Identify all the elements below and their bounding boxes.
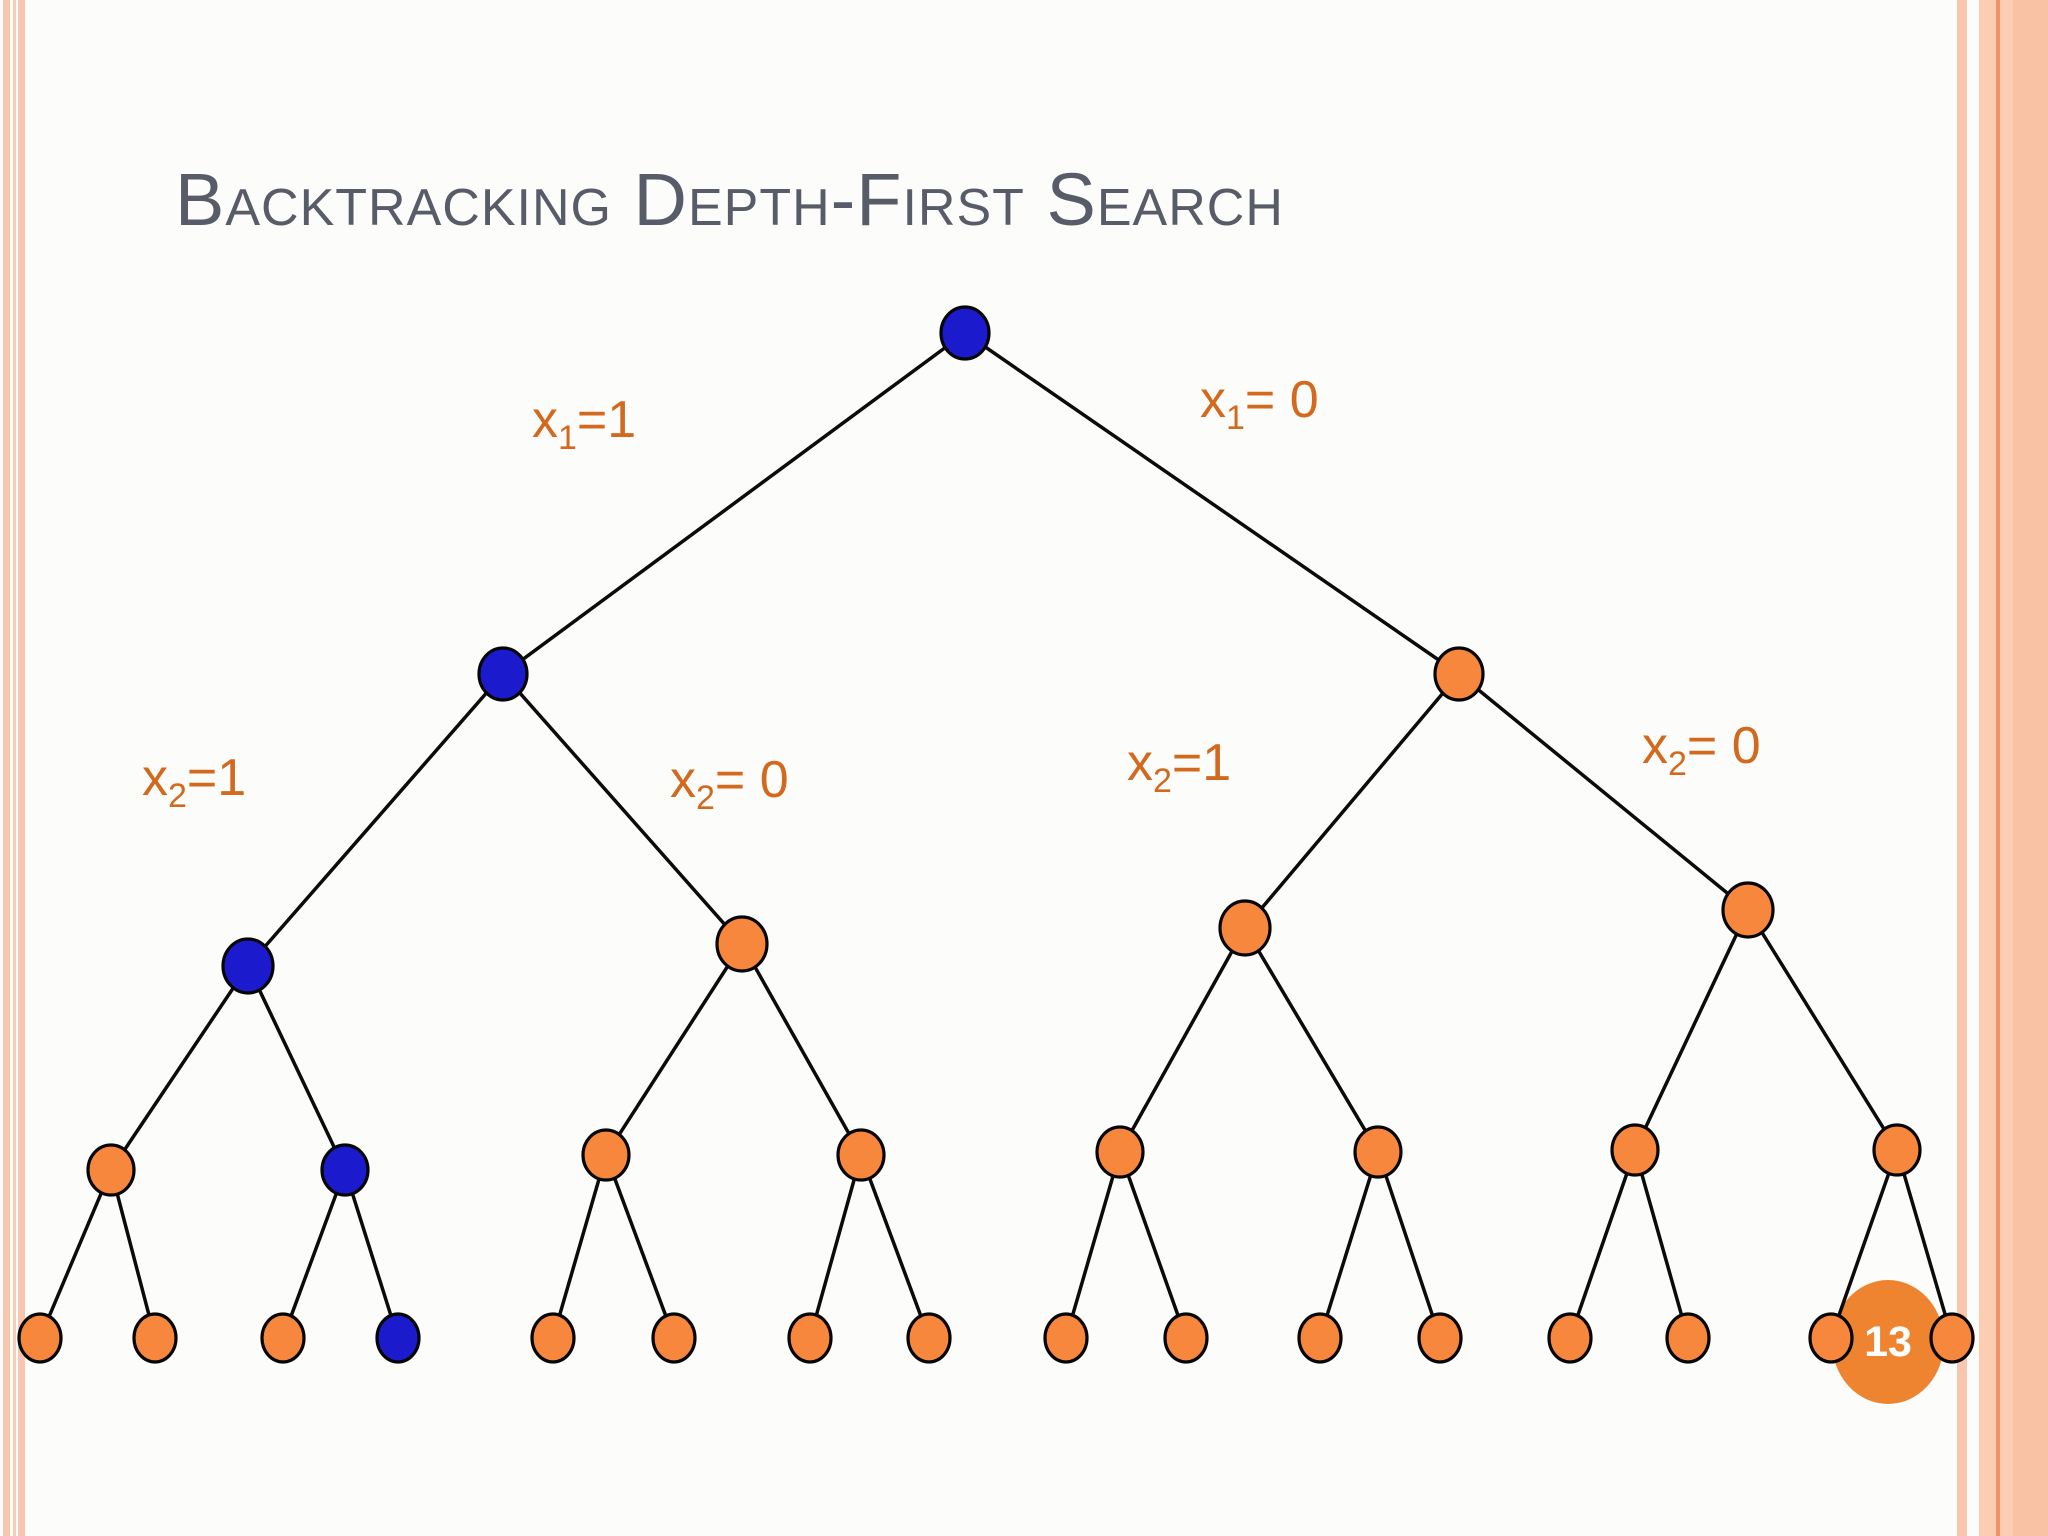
tree-edge bbox=[1633, 1149, 1690, 1339]
tree-edge bbox=[551, 1154, 608, 1339]
tree-node-rl bbox=[1218, 899, 1272, 957]
tree-node-leaf-2 bbox=[132, 1312, 178, 1364]
tree-edge bbox=[604, 943, 744, 1156]
tree-edge bbox=[109, 1169, 157, 1339]
tree-edge bbox=[604, 1154, 676, 1339]
tree-edge bbox=[1243, 927, 1380, 1153]
tree-node-leaf-8 bbox=[906, 1312, 952, 1364]
tree-node-rr2 bbox=[1872, 1123, 1922, 1177]
tree-node-leaf-3 bbox=[260, 1312, 306, 1364]
tree-edge bbox=[1376, 1151, 1442, 1339]
tree-edge bbox=[281, 1169, 347, 1339]
tree-node-leaf-10 bbox=[1163, 1312, 1209, 1364]
tree-node-leaf-12 bbox=[1417, 1312, 1463, 1364]
tree-edge bbox=[808, 1154, 863, 1339]
edge-label: x2=1 bbox=[1127, 734, 1231, 800]
right-border-accent-line bbox=[1996, 0, 2000, 1536]
tree-node-r bbox=[1433, 646, 1485, 702]
tree-edge bbox=[1633, 909, 1750, 1151]
tree-edge bbox=[1829, 1149, 1899, 1339]
tree-edge bbox=[964, 331, 1460, 676]
tree-node-leaf-11 bbox=[1297, 1312, 1343, 1364]
tree-edge bbox=[501, 672, 744, 946]
tree-node-lr bbox=[715, 915, 769, 973]
edge-label: x1= 0 bbox=[1200, 371, 1319, 437]
tree-node-leaf-4 bbox=[375, 1312, 421, 1364]
tree-edge bbox=[501, 331, 967, 676]
slide-title: Backtracking Depth-First Search bbox=[175, 158, 1284, 241]
edge-label: x2= 0 bbox=[670, 751, 789, 817]
tree-node-l bbox=[477, 646, 529, 702]
page-number-circle bbox=[1832, 1280, 1944, 1404]
tree-edge bbox=[246, 672, 505, 968]
tree-node-lr1 bbox=[581, 1128, 631, 1182]
tree-edge bbox=[1064, 1151, 1122, 1339]
tree-node-ll2 bbox=[320, 1143, 370, 1197]
edge-label: x2= 0 bbox=[1642, 717, 1761, 783]
tree-node-leaf-1 bbox=[17, 1312, 63, 1364]
tree-edge bbox=[109, 965, 250, 1171]
tree-node-rl1 bbox=[1095, 1125, 1145, 1179]
tree-edge bbox=[38, 1169, 113, 1339]
page-number: 13 bbox=[1864, 1318, 1912, 1366]
tree-edge bbox=[740, 943, 863, 1156]
tree-edge bbox=[1568, 1149, 1637, 1339]
tree-edge bbox=[246, 965, 347, 1171]
tree-node-lr2 bbox=[836, 1128, 886, 1182]
tree-edge bbox=[1895, 1149, 1954, 1339]
tree-edge bbox=[1118, 927, 1247, 1153]
tree-node-rl2 bbox=[1353, 1125, 1403, 1179]
tree-edge bbox=[1746, 909, 1899, 1151]
edge-label: x1=1 bbox=[532, 391, 636, 457]
tree-node-leaf-15 bbox=[1808, 1312, 1854, 1364]
tree-edge bbox=[1118, 1151, 1188, 1339]
tree-edge bbox=[1457, 672, 1750, 912]
tree-node-leaf-5 bbox=[530, 1312, 576, 1364]
tree-node-leaf-16 bbox=[1929, 1312, 1975, 1364]
left-border-stripe-outer bbox=[3, 0, 10, 1536]
tree-node-root bbox=[939, 305, 991, 361]
edge-label: x2=1 bbox=[142, 749, 246, 815]
right-border-stripe-outer bbox=[2013, 0, 2048, 1536]
tree-edge bbox=[859, 1154, 931, 1339]
right-border-stripe-inner bbox=[1957, 0, 1967, 1536]
tree-node-leaf-14 bbox=[1665, 1312, 1711, 1364]
tree-node-leaf-6 bbox=[651, 1312, 697, 1364]
tree-edge bbox=[1243, 672, 1461, 930]
tree-node-ll1 bbox=[86, 1143, 136, 1197]
tree-edge bbox=[343, 1169, 400, 1339]
left-border-stripe-inner bbox=[18, 0, 25, 1536]
tree-edge bbox=[1318, 1151, 1380, 1339]
tree-node-rr bbox=[1721, 881, 1775, 939]
tree-node-rr1 bbox=[1610, 1123, 1660, 1177]
left-border-stripe-middle bbox=[13, 0, 16, 1536]
tree-node-leaf-7 bbox=[787, 1312, 833, 1364]
tree-node-ll bbox=[221, 937, 275, 995]
tree-node-leaf-13 bbox=[1547, 1312, 1593, 1364]
tree-node-leaf-9 bbox=[1043, 1312, 1089, 1364]
